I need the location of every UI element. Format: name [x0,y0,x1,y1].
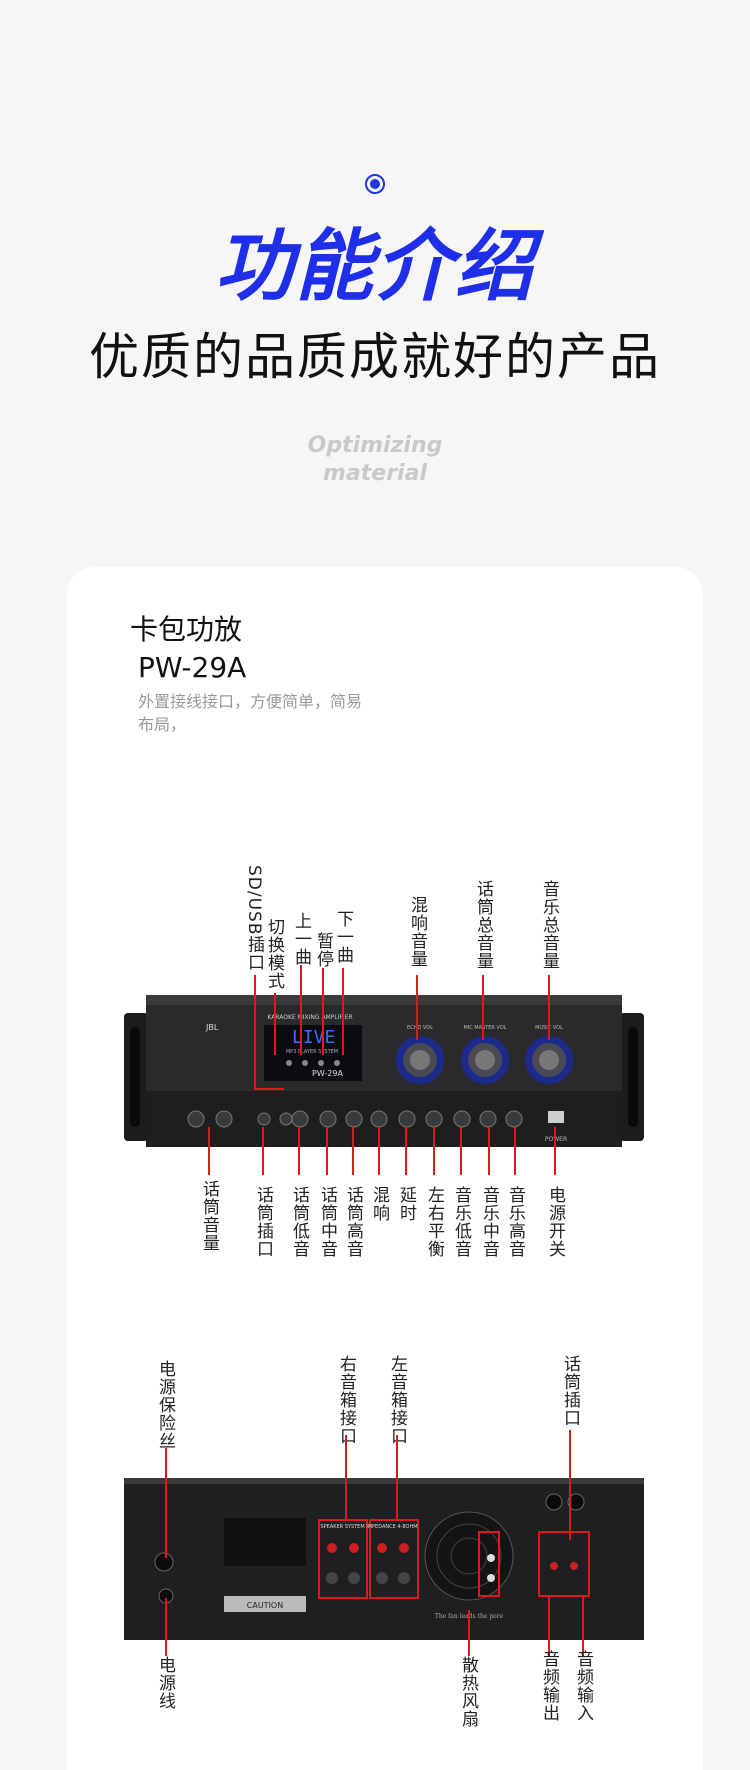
label-mic-volume: 话筒音量 [199,1180,219,1252]
label-mic-treble: 话筒高音 [343,1186,363,1258]
svg-text:SPEAKER SYSTEM IMPEDANCE 4-8OH: SPEAKER SYSTEM IMPEDANCE 4-8OHM [320,1524,417,1530]
page-title: 功能介绍 [214,222,535,312]
label-mic-bass: 话筒低音 [289,1186,309,1258]
label-echo-volume: 混响音量 [407,896,427,968]
label-mic-mid: 话筒中音 [317,1186,337,1258]
svg-text:ECHO VOL: ECHO VOL [407,1025,433,1031]
label-next-track: 下一曲 [333,910,353,964]
label-audio-input: 音频输入 [573,1650,593,1722]
label-balance: 左右平衡 [424,1186,444,1258]
amplifier-rear-image: CAUTION SPEAKER SYSTEM IMPEDANCE 4-8OHM … [124,1478,644,1640]
product-description: 外置接线接口，方便简单，简易布局， [138,692,363,734]
product-name: 卡包功放 [130,613,243,646]
svg-text:MIC MASTER VOL: MIC MASTER VOL [463,1025,506,1031]
label-fuse: 电源保险丝 [155,1360,175,1450]
svg-text:JBL: JBL [205,1023,219,1032]
label-music-mid: 音乐中音 [479,1186,499,1258]
label-right-speaker: 右音箱接口 [336,1355,356,1445]
display-text: LIVE [292,1027,335,1048]
label-power-switch: 电源开关 [545,1186,565,1258]
label-cooling-fan: 散热风扇 [458,1656,478,1728]
english-caption: Optimizing material [0,432,750,488]
product-model: PW-29A [138,651,247,684]
svg-text:CAUTION: CAUTION [247,1601,283,1610]
svg-text:KARAOKE MIXING AMPLIFIER: KARAOKE MIXING AMPLIFIER [267,1014,352,1021]
svg-text:PW-29A: PW-29A [312,1069,343,1078]
label-mic-jack: 话筒插口 [253,1186,273,1258]
label-prev-track: 上一曲 [291,912,311,966]
svg-text:POWER: POWER [545,1136,567,1143]
label-pause: 暂停 [313,932,333,968]
label-music-bass: 音乐低音 [451,1186,471,1258]
label-rear-mic-jack: 话筒插口 [560,1355,580,1427]
label-left-speaker: 左音箱接口 [387,1355,407,1445]
amplifier-front-image: LIVE KARAOKE MIXING AMPLIFIER JBL PW-29A… [124,995,644,1147]
label-music-master: 音乐总音量 [539,880,559,970]
label-audio-output: 音频输出 [539,1650,559,1722]
label-echo: 混响 [369,1186,389,1222]
label-switch-mode: 切换模式 [264,918,284,990]
header-dot-icon [365,174,385,194]
label-mic-master: 话筒总音量 [473,880,493,970]
label-music-treble: 音乐高音 [505,1186,525,1258]
english-caption-line2: material [323,461,427,486]
label-delay: 延时 [396,1186,416,1222]
english-caption-line1: Optimizing [307,433,443,458]
label-sd-usb: SD/USB插口 [244,865,264,972]
page-subtitle: 优质的品质成就好的产品 [89,328,661,386]
svg-text:MP3 PLAYER SYSTEM: MP3 PLAYER SYSTEM [286,1049,338,1055]
label-power-cord: 电源线 [155,1656,175,1710]
